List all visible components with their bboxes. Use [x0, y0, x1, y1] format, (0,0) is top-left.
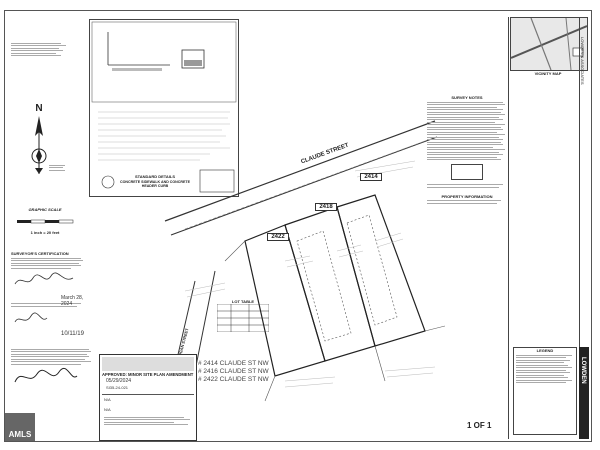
- na-2: N/A: [104, 407, 111, 412]
- firm-name: LOWDEN & ASSOCIATES: [580, 37, 585, 85]
- signature-scribble: [14, 272, 74, 285]
- lot-table-title: LOT TABLE: [231, 299, 255, 304]
- cert-text: [11, 347, 93, 393]
- legend-title: LEGEND: [536, 348, 554, 353]
- stamp-header: [102, 357, 194, 371]
- address-3: # 2422 CLAUDE ST NW: [198, 376, 269, 383]
- north-label: N: [35, 103, 43, 114]
- property-info-title: PROPERTY INFORMATION: [441, 193, 493, 199]
- legend-box: LEGEND: [513, 347, 577, 435]
- date-signed: March 28, 2024: [61, 295, 84, 307]
- detail-drawing: [91, 21, 237, 193]
- approval-case: SI35-24-021: [106, 385, 129, 390]
- approval-title: APPROVED: MINOR SITE PLAN AMENDMENT: [102, 372, 194, 377]
- graphic-scale-label: GRAPHIC SCALE: [28, 207, 62, 212]
- lot-label-2418: 2418: [315, 203, 337, 211]
- detail-title: STANDARD DETAILS: [134, 174, 176, 179]
- listing-watermark: AMLS: [5, 413, 35, 441]
- lot-label-2414: 2414: [360, 173, 382, 181]
- title-block: LOWDEN & ASSOCIATES LEGEND LOWDEN: [508, 17, 589, 439]
- detail-box: STANDARD DETAILS CONCRETE SIDEWALK AND C…: [89, 19, 239, 197]
- plat-sheet: STANDARD DETAILS CONCRETE SIDEWALK AND C…: [4, 10, 592, 442]
- date-stamp: 10/11/19: [61, 331, 84, 337]
- na-1: N/A: [104, 397, 111, 402]
- certification-block: SURVEYOR'S CERTIFICATION March 28, 2024 …: [11, 251, 89, 337]
- detail-subtitle: CONCRETE SIDEWALK AND CONCRETE HEADER CU…: [120, 180, 190, 188]
- vicinity-map-title: VICINITY MAP: [534, 71, 562, 76]
- address-1: # 2414 CLAUDE ST NW: [198, 360, 269, 367]
- notes-column: SURVEY NOTES PROPERTY INFORMATION: [427, 95, 507, 205]
- signature-3: [14, 367, 78, 383]
- approval-date: 05/29/2024: [106, 378, 132, 384]
- graphic-scale: GRAPHIC SCALE 1 inch = 20 feet: [15, 207, 75, 235]
- north-arrow-icon: N: [27, 103, 51, 195]
- vicinity-map: [510, 17, 588, 71]
- lot-label-2422: 2422: [267, 233, 289, 241]
- lot-table: LOT TABLE: [216, 299, 270, 337]
- title-block-text: LOWDEN: [580, 357, 586, 384]
- signature-2: [14, 312, 48, 323]
- scale-note: 1 inch = 20 feet: [30, 230, 60, 235]
- approval-stamp: APPROVED: MINOR SITE PLAN AMENDMENT 05/2…: [99, 354, 197, 441]
- notes-title: SURVEY NOTES: [451, 95, 483, 100]
- address-2: # 2416 CLAUDE ST NW: [198, 368, 269, 375]
- approval-addresses: # 2414 CLAUDE ST NW # 2416 CLAUDE ST NW …: [198, 360, 308, 383]
- sheet-number: 1 OF 1: [467, 421, 492, 430]
- owner-label: SURVEYOR'S CERTIFICATION: [11, 251, 69, 256]
- header-notes: [11, 41, 71, 58]
